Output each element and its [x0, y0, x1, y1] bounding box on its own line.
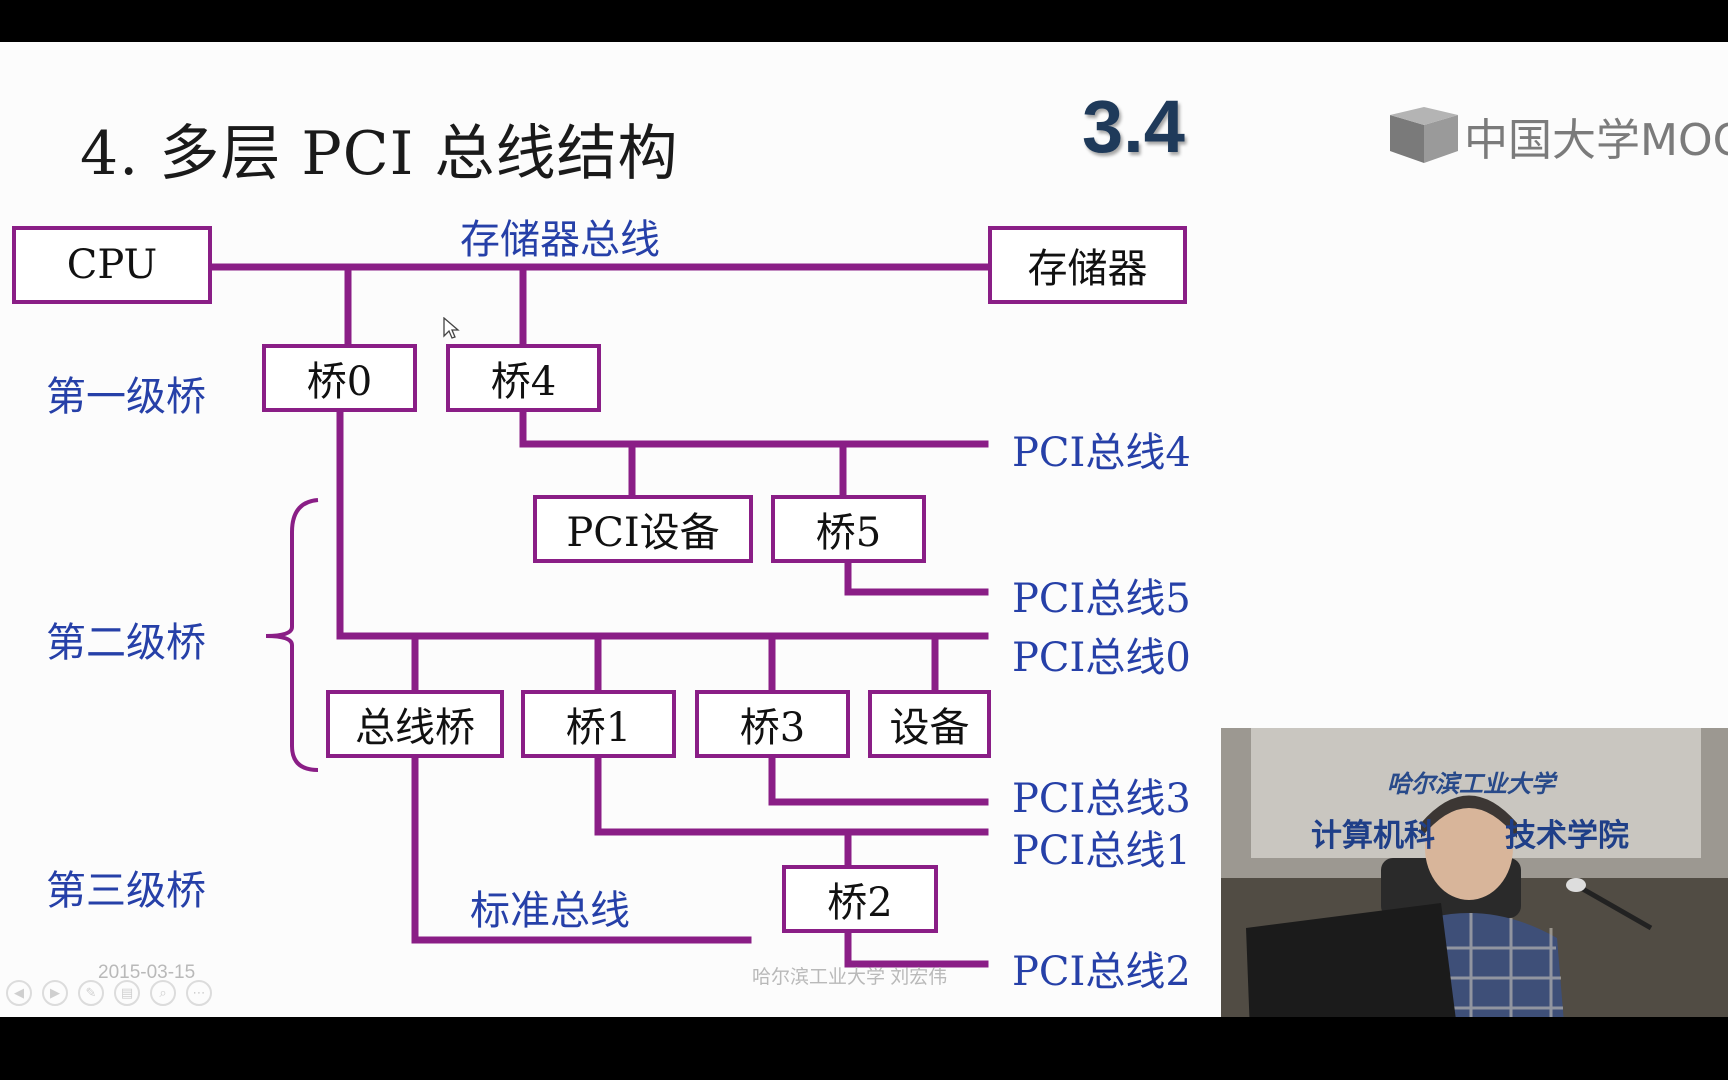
- pci-device-box: PCI设备: [533, 495, 753, 563]
- more-icon[interactable]: ⋯: [186, 980, 212, 1006]
- memory-box: 存储器: [988, 226, 1187, 304]
- bridge1-box: 桥1: [521, 690, 676, 758]
- pci-bus0-label: PCI总线0: [1012, 635, 1191, 681]
- mooc-book-icon: [1390, 107, 1458, 163]
- level2-label: 第二级桥: [46, 620, 206, 666]
- pci-bus2-label: PCI总线2: [1012, 949, 1191, 995]
- standard-bus-label: 标准总线: [470, 888, 630, 934]
- pci-bus4-label: PCI总线4: [1012, 430, 1191, 476]
- bus-bridge-box: 总线桥: [326, 690, 504, 758]
- slide-footer: 哈尔滨工业大学 刘宏伟: [752, 967, 948, 988]
- next-icon[interactable]: ▶: [42, 980, 68, 1006]
- video-scene: [1221, 728, 1728, 1017]
- college-sign-right: 技术学院: [1505, 818, 1629, 854]
- cpu-box: CPU: [12, 226, 212, 304]
- slide-title: 4. 多层 PCI 总线结构: [80, 119, 679, 189]
- menu-icon[interactable]: ▤: [114, 980, 140, 1006]
- video-school-sign: 哈尔滨工业大学: [1387, 769, 1555, 798]
- memory-bus-label: 存储器总线: [460, 217, 660, 263]
- mooc-logo: 中国大学MOOC: [1388, 106, 1728, 166]
- mouse-cursor-icon: [443, 317, 460, 339]
- logo-text: 中国大学MOOC: [1464, 115, 1728, 166]
- bridge3-box: 桥3: [695, 690, 850, 758]
- level1-label: 第一级桥: [46, 374, 206, 420]
- player-controls: ◀ ▶ ✎ ▤ ⌕ ⋯: [6, 980, 212, 1006]
- pci-bus5-label: PCI总线5: [1012, 576, 1191, 622]
- pci-bus1-label: PCI总线1: [1012, 828, 1191, 874]
- prev-icon[interactable]: ◀: [6, 980, 32, 1006]
- bridge5-box: 桥5: [771, 495, 926, 563]
- slide: 4. 多层 PCI 总线结构 3.4 中国大学MOOC: [0, 42, 1728, 1017]
- device-box: 设备: [868, 690, 991, 758]
- pci-bus3-label: PCI总线3: [1012, 776, 1191, 822]
- bridge4-box: 桥4: [446, 344, 601, 412]
- zoom-icon[interactable]: ⌕: [150, 980, 176, 1006]
- college-sign-left: 计算机科: [1311, 818, 1435, 854]
- lecturer-video: 哈尔滨工业大学 计算机科 技术学院: [1221, 728, 1728, 1017]
- bottom-letterbox: [0, 1017, 1728, 1080]
- level2-brace: [265, 498, 319, 772]
- bus-wires: [207, 263, 994, 968]
- section-number: 3.4: [1082, 85, 1185, 168]
- pen-icon[interactable]: ✎: [78, 980, 104, 1006]
- video-college-sign: 计算机科 技术学院: [1311, 810, 1629, 855]
- bridge0-box: 桥0: [262, 344, 417, 412]
- level3-label: 第三级桥: [46, 868, 206, 914]
- slide-date: 2015-03-15: [98, 962, 196, 983]
- bridge2-box: 桥2: [782, 865, 938, 933]
- top-letterbox: [0, 0, 1728, 42]
